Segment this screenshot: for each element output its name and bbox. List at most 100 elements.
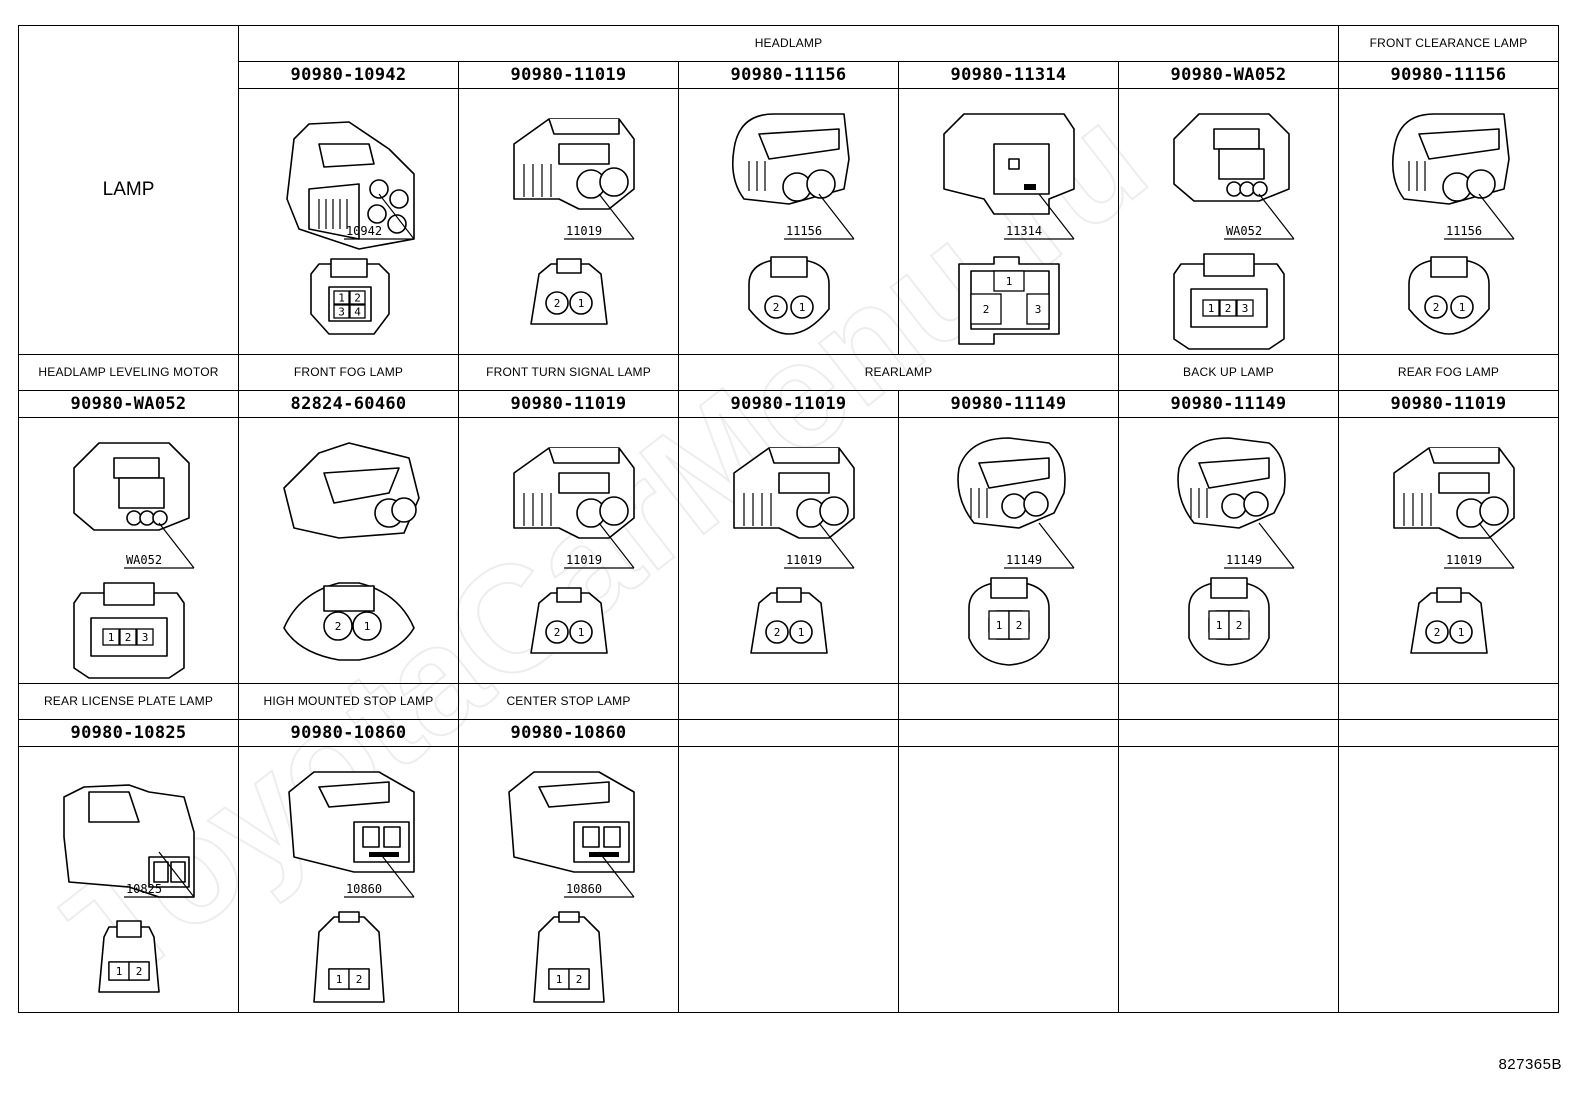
pin-2: 2	[1424, 295, 1448, 319]
connector-code: 11019	[786, 553, 822, 567]
lamp-name: HEADLAMP LEVELING MOTOR	[38, 365, 219, 379]
lamp-label-cell: FRONT CLEARANCE LAMP	[1338, 25, 1559, 62]
pin-3: 3	[333, 304, 350, 319]
pin-2: 2	[323, 611, 353, 641]
part-number: 90980-11149	[1170, 394, 1287, 414]
part-number-cell: 90980-11314	[898, 61, 1119, 89]
connector-isometric-view	[73, 442, 190, 531]
part-number: 82824-60460	[290, 394, 407, 414]
connector-isometric-view	[1173, 113, 1290, 202]
connector-code-callout: 10860	[344, 851, 415, 898]
connector-isometric-view	[513, 447, 635, 539]
pin-1: 1	[1449, 620, 1473, 644]
part-number-cell	[1118, 719, 1339, 747]
connector-code: 10825	[126, 882, 162, 896]
pin-3: 3	[1026, 293, 1050, 325]
connector-isometric-view	[508, 771, 635, 873]
part-number-cell: 82824-60460	[238, 390, 459, 418]
connector-code: 11314	[1006, 224, 1042, 238]
part-number-cell: 90980-11149	[1118, 390, 1339, 418]
lamp-label-cell: REAR LICENSE PLATE LAMP	[18, 683, 239, 720]
connector-code: WA052	[126, 553, 162, 567]
pin-number: 1	[338, 292, 345, 305]
connector-isometric-view	[1393, 447, 1515, 539]
lamp-label-cell: FRONT FOG LAMP	[238, 354, 459, 391]
part-number-cell: 90980-11019	[678, 390, 899, 418]
pin-number: 2	[1434, 626, 1441, 639]
part-number-cell: 90980-10860	[458, 719, 679, 747]
connector-isometric-view	[63, 784, 195, 898]
pin-2: 2	[545, 291, 569, 315]
pin-number: 2	[983, 303, 990, 316]
connector-code: 10942	[346, 224, 382, 238]
pin-number: 2	[773, 301, 780, 314]
part-number-cell	[678, 719, 899, 747]
part-number: 90980-11149	[950, 394, 1067, 414]
connector-code-callout: 11019	[1444, 522, 1515, 569]
part-number-cell	[1338, 719, 1559, 747]
connector-isometric-view	[957, 437, 1066, 529]
lamp-label-cell	[898, 683, 1119, 720]
pin-number: 1	[1006, 275, 1013, 288]
pin-number: 1	[116, 965, 123, 978]
pin-number: 3	[142, 631, 149, 644]
connector-code-callout: 11314	[1004, 193, 1075, 240]
connector-isometric-view	[1177, 437, 1286, 529]
pin-number: 2	[774, 626, 781, 639]
pin-1: 1	[328, 968, 350, 990]
lamp-name: REAR LICENSE PLATE LAMP	[43, 694, 214, 708]
part-number-row: 90980-WA052 82824-60460 90980-11019 90980-1…	[18, 390, 1559, 418]
connector-face-view: 1 2 3	[958, 256, 1060, 345]
connector-code-callout: 11156	[1444, 193, 1515, 240]
pin-1: 1	[108, 961, 130, 981]
connector-code-callout: 10825	[124, 851, 195, 898]
pin-number: 1	[1458, 626, 1465, 639]
connector-picture-cell: 1 2 3 11314	[898, 88, 1119, 355]
connector-code-callout: 11019	[784, 522, 855, 569]
connector-code: 11149	[1226, 553, 1262, 567]
pin-number: 3	[338, 306, 345, 319]
row-header-cell: LAMP	[18, 25, 239, 355]
pin-1: 1	[988, 610, 1010, 640]
pin-number: 2	[554, 626, 561, 639]
lamp-name: HIGH MOUNTED STOP LAMP	[263, 694, 434, 708]
lamp-label-cell	[1118, 683, 1339, 720]
connector-code-callout: 11149	[1004, 522, 1075, 569]
pin-2: 2	[348, 968, 370, 990]
lamp-name: REARLAMP	[864, 365, 933, 379]
part-number: 90980-WA052	[70, 394, 187, 414]
connector-code-callout: 11019	[564, 522, 635, 569]
pin-1: 1	[352, 611, 382, 641]
pin-number: 2	[356, 973, 363, 986]
pin-2: 2	[1219, 299, 1237, 317]
connector-code-callout: 10860	[564, 851, 635, 898]
connector-code-callout: 11149	[1224, 522, 1295, 569]
pin-2: 2	[349, 290, 366, 305]
lamp-label-cell: HEADLAMP LEVELING MOTOR	[18, 354, 239, 391]
